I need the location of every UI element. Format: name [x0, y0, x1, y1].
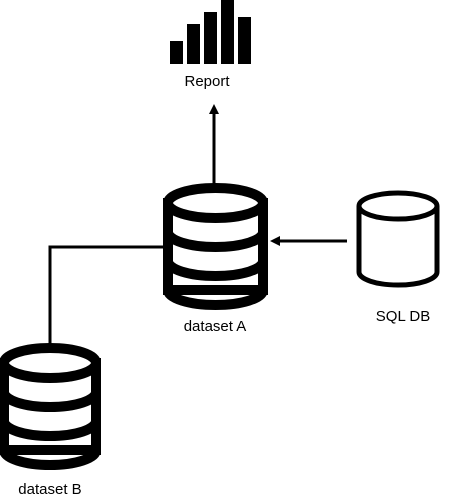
- bar-chart-icon: [170, 0, 251, 64]
- edge-dataset-b-to-dataset-a: [48, 245, 164, 347]
- dataset-b-node[interactable]: dataset B: [0, 343, 101, 498]
- dataset-a-node[interactable]: dataset A: [163, 183, 268, 335]
- dataset-b-label: dataset B: [18, 481, 81, 498]
- cylinder-icon: [356, 190, 440, 288]
- edges: [48, 104, 347, 347]
- database-icon: [163, 183, 268, 310]
- database-icon: [0, 343, 101, 470]
- dataset-a-label: dataset A: [184, 318, 247, 335]
- report-node[interactable]: Report: [170, 0, 251, 90]
- sql-db-node[interactable]: SQL DB: [356, 190, 440, 325]
- sql-db-label: SQL DB: [376, 308, 430, 325]
- report-label: Report: [184, 73, 230, 90]
